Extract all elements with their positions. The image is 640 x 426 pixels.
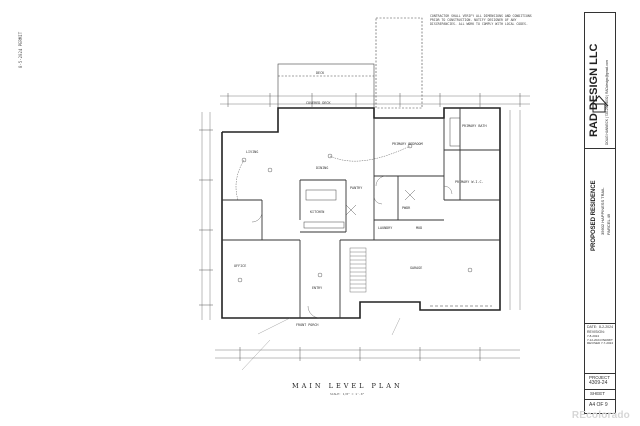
plan-scale: SCALE: 1/8" = 1'-0" xyxy=(330,392,365,396)
leader-lines xyxy=(241,317,401,371)
plan-title: MAIN LEVEL PLAN xyxy=(292,382,403,390)
sheet-cell xyxy=(585,389,615,390)
room-label-front-porch: FRONT PORCH xyxy=(296,323,319,327)
room-label-office: OFFICE xyxy=(234,264,247,268)
room-label-pantry: PANTRY xyxy=(350,186,363,190)
house-logo-icon xyxy=(589,95,609,113)
room-label-covered-deck: COVERED DECK xyxy=(306,101,331,105)
project-cell xyxy=(585,148,615,259)
room-label-primary-bedroom: PRIMARY BEDROOM xyxy=(392,142,423,146)
revision-list: 7-8-2024 7-12-2024 PERMIT REVISED 7-7-20… xyxy=(587,334,614,346)
electrical-symbols xyxy=(235,143,473,283)
title-block: RAD DESIGN LLC DOUG HANNECK | 720-296-40… xyxy=(584,12,616,414)
project-number-cell xyxy=(585,373,615,374)
stair xyxy=(349,247,367,293)
room-label-primary-bath: PRIMARY BATH xyxy=(462,124,487,128)
room-label-laundry: LAUNDRY xyxy=(378,226,393,230)
sheet-number-cell xyxy=(585,399,615,400)
interior-walls xyxy=(222,108,500,318)
watermark: REcolorado xyxy=(571,410,630,421)
project-name: PROPOSED RESIDENCE xyxy=(591,180,597,251)
room-label-garage: GARAGE xyxy=(410,266,423,270)
door-swings xyxy=(251,175,453,319)
room-label-powder: PWDR xyxy=(402,206,411,210)
revision-label: REVISION: xyxy=(587,330,605,334)
room-label-entry: ENTRY xyxy=(312,286,323,290)
room-label-mudroom: MUD xyxy=(416,226,423,230)
room-label-deck: DECK xyxy=(316,71,325,75)
address-line-2: PARCEL 49 xyxy=(606,213,611,235)
general-note: CONTRACTOR SHALL VERIFY ALL DIMENSIONS A… xyxy=(430,14,532,26)
room-label-primary-wic: PRIMARY W.I.C. xyxy=(455,180,484,184)
date-value: 8-2-2024 xyxy=(599,325,614,329)
date-label: DATE: xyxy=(587,325,598,329)
dimension-lines xyxy=(199,93,530,361)
project-label: PROJECT xyxy=(589,375,611,380)
kitchen-counters xyxy=(303,117,461,229)
exterior-walls xyxy=(221,107,501,319)
sheet-label: SHEET xyxy=(590,391,606,396)
room-label-dining: DINING xyxy=(316,166,329,170)
deck-outline xyxy=(277,17,423,109)
address-line-1: 35602 HAPPINESS TRAIL xyxy=(600,187,605,235)
project-number: 4309-24 xyxy=(589,380,608,386)
date-cell xyxy=(585,323,615,324)
room-label-kitchen: KITCHEN xyxy=(310,210,325,214)
sheet-number: A4 OF 9 xyxy=(589,402,608,408)
firm-name: RAD DESIGN LLC xyxy=(588,43,600,138)
room-label-living: LIVING xyxy=(246,150,259,154)
